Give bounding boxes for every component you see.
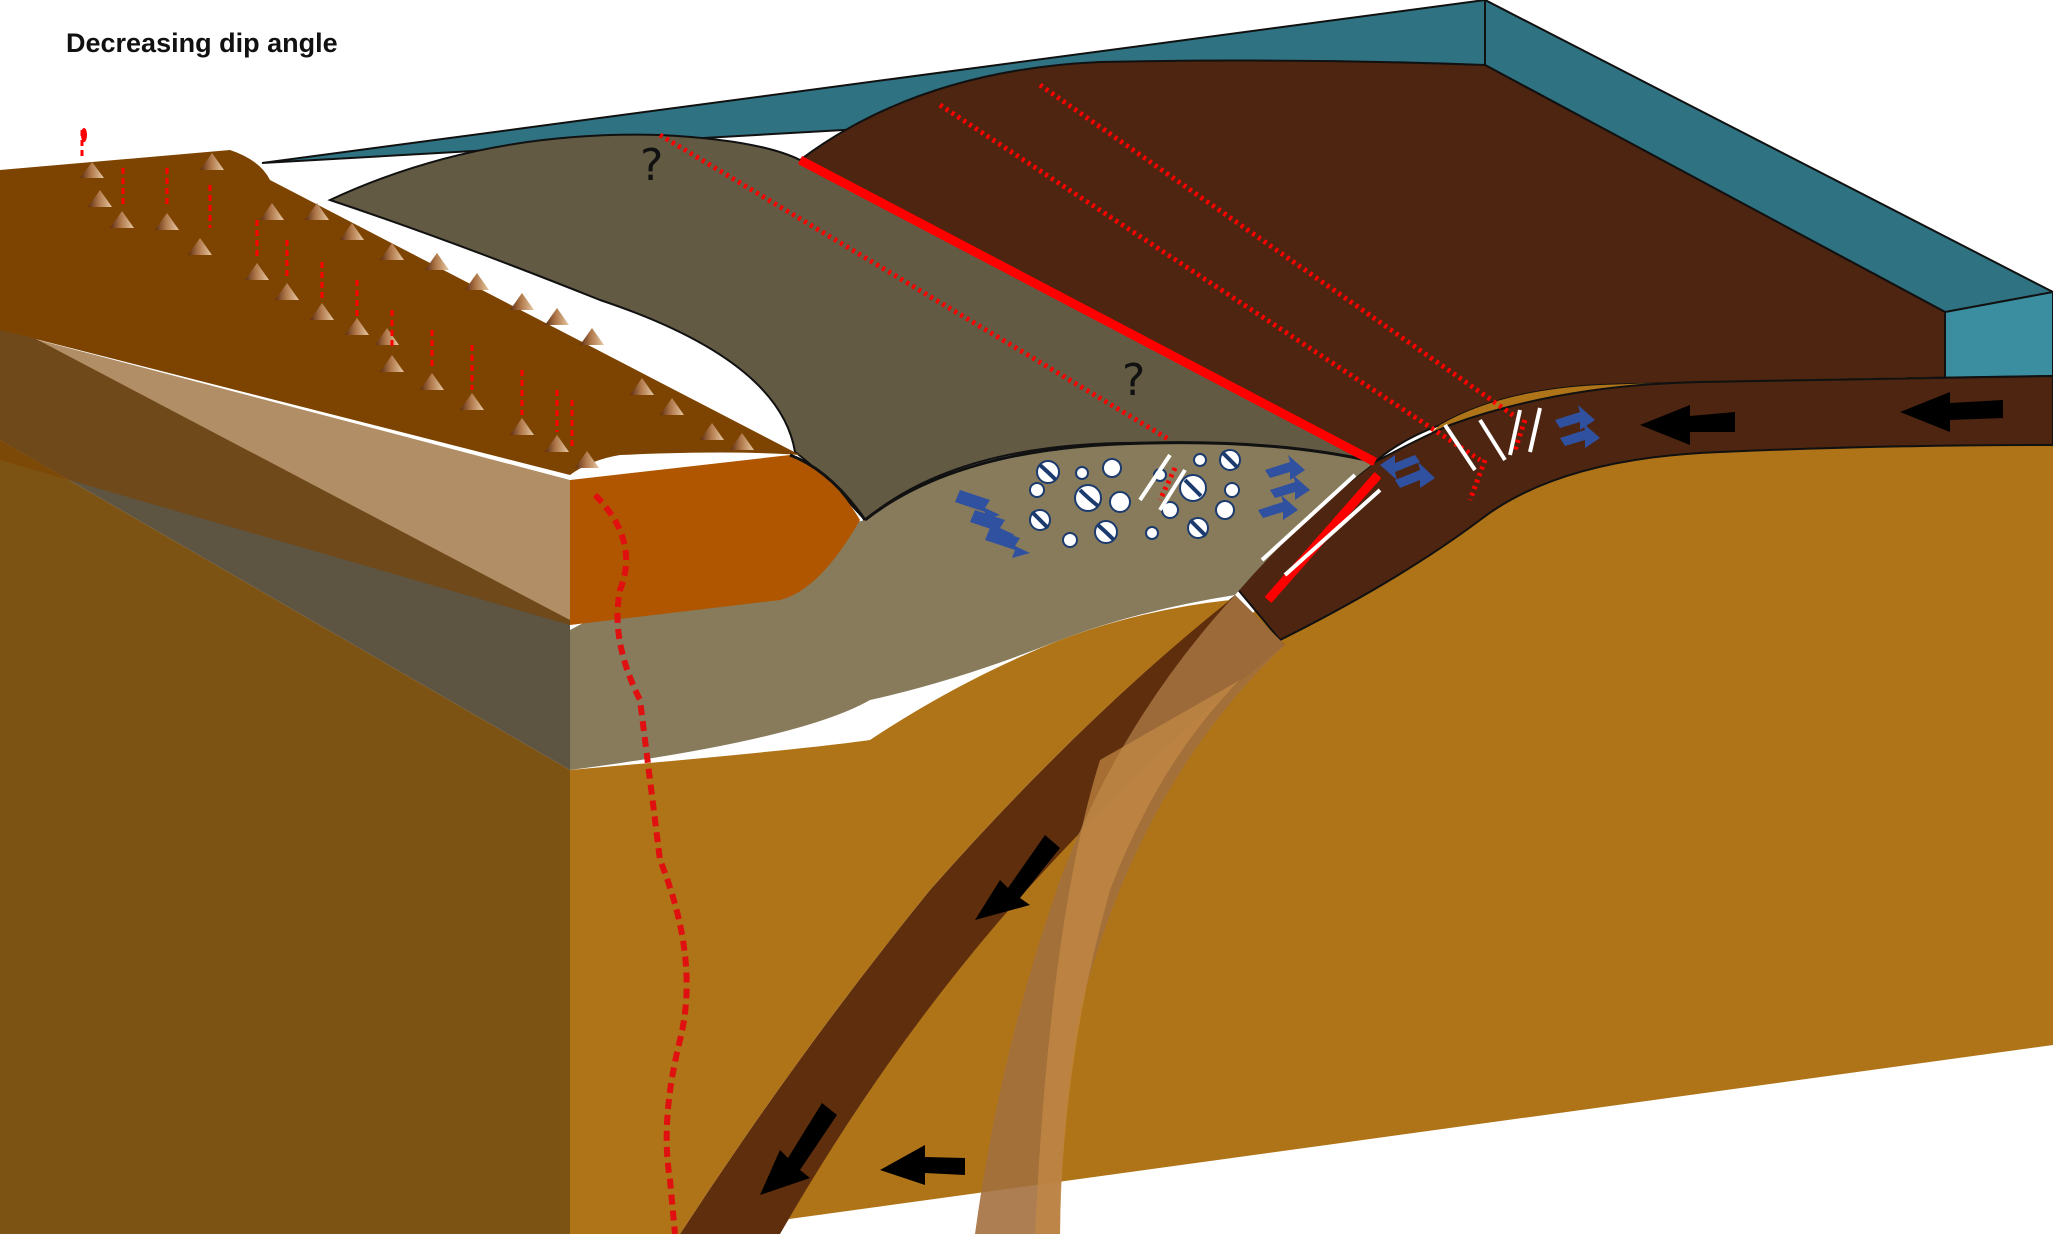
slip-arrows xyxy=(1138,407,1542,577)
continental-crust-front xyxy=(570,455,860,625)
question-mark-upper: ? xyxy=(640,140,663,191)
continental-crust-side xyxy=(0,330,570,625)
continental-crust-top xyxy=(0,150,800,475)
magma-dashes xyxy=(80,130,574,450)
oceanic-plate-front-strip xyxy=(1228,374,2053,642)
mantle-lower-front xyxy=(570,600,1230,1234)
mantle-front-face xyxy=(0,440,570,1234)
slab-lightest-zone xyxy=(1035,680,1240,1234)
shear-arrow-icon xyxy=(955,405,1600,558)
dotted-fault-lines xyxy=(658,82,1528,502)
main-fault-front xyxy=(1264,472,1382,603)
main-fault-line xyxy=(797,156,1378,466)
ocean-water-side xyxy=(1484,0,2053,372)
volcano-icon xyxy=(80,153,754,468)
forearc-basin-top xyxy=(327,133,1376,522)
forearc-front-wedge xyxy=(570,442,1375,770)
trench-outline xyxy=(864,441,1376,522)
question-mark-lower: ? xyxy=(1122,355,1145,406)
plate-motion-arrow-icon xyxy=(760,392,2003,1195)
magma-drop xyxy=(81,128,87,142)
magma-path-icon xyxy=(592,492,690,1234)
diagram-title: Decreasing dip angle xyxy=(66,28,338,58)
focal-mechanism-icon xyxy=(1029,449,1241,548)
forearc-boundary-line xyxy=(789,453,867,521)
